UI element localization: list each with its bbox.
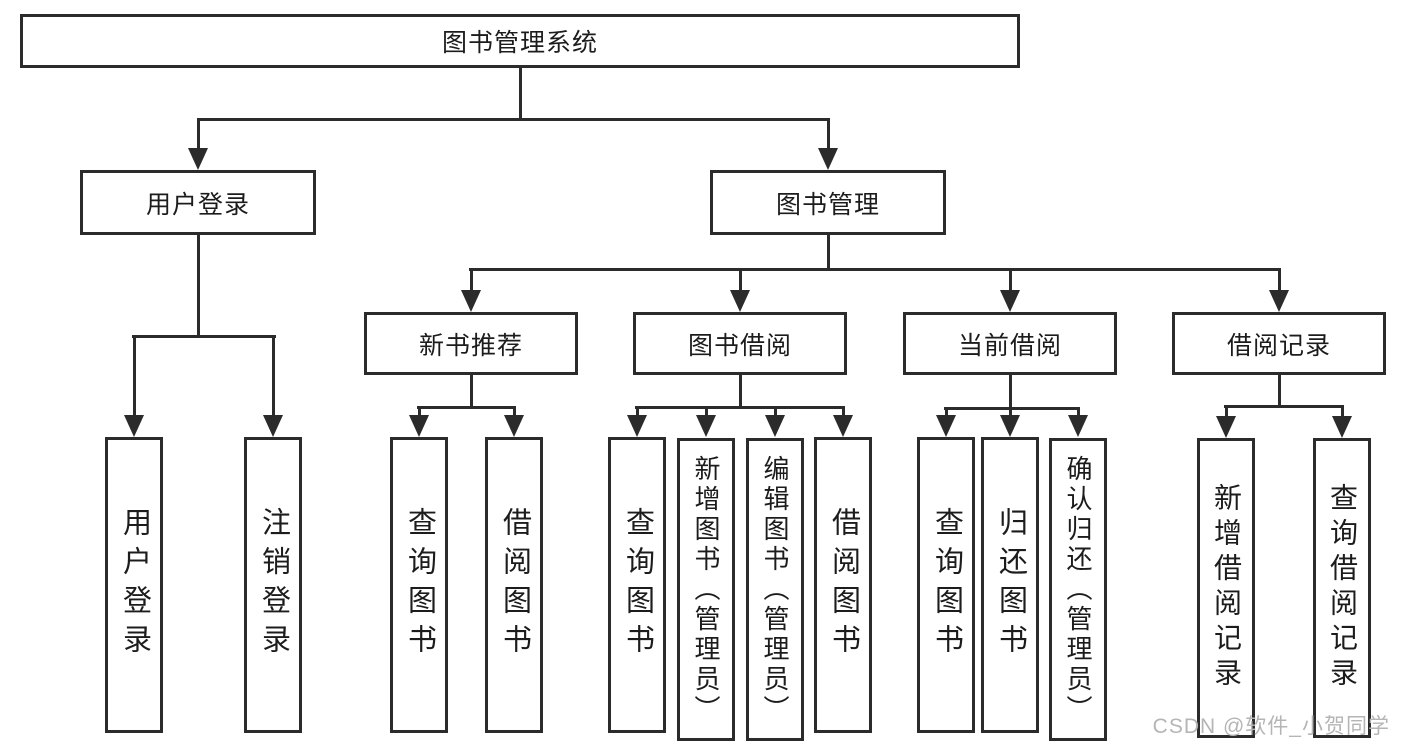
- node-book-management: 图书管理: [710, 170, 946, 235]
- connector-bookmgmt-drop-4: [1278, 268, 1281, 292]
- connector-current-stub: [1009, 373, 1012, 410]
- node-user-login: 用户登录: [80, 170, 316, 235]
- connector-userlogin-drop-2: [272, 335, 275, 416]
- leaf-user-login-label: 用户登录: [118, 507, 151, 663]
- node-borrow-records-label: 借阅记录: [1226, 331, 1331, 360]
- node-current-borrow-label: 当前借阅: [957, 331, 1062, 360]
- leaf-recommend-borrow-book: 借阅图书: [485, 437, 543, 733]
- leaf-recommend-borrow-book-label: 借阅图书: [498, 507, 531, 663]
- leaf-confirm-return-admin-label: 确认归还（管理员）: [1063, 454, 1093, 725]
- arrowhead-borrow-query: [627, 415, 647, 437]
- connector-root-stub: [519, 66, 522, 121]
- connector-userlogin-drop-1: [133, 335, 136, 416]
- leaf-return-book: 归还图书: [981, 437, 1039, 733]
- arrowhead-current-borrow: [1000, 290, 1020, 312]
- arrowhead-new-book-recommend: [461, 290, 481, 312]
- leaf-current-query-book-label: 查询图书: [930, 507, 963, 663]
- leaf-user-login: 用户登录: [105, 437, 163, 733]
- connector-records-stub: [1278, 373, 1281, 408]
- connector-recommend-stub: [470, 373, 473, 409]
- connector-records-drop-2: [1341, 405, 1344, 418]
- connector-root-drop-left: [197, 118, 200, 150]
- connector-borrow-bar: [635, 406, 845, 409]
- node-current-borrow: 当前借阅: [903, 312, 1117, 375]
- connector-root-bar: [197, 118, 830, 121]
- arrowhead-leaf-user-login: [124, 415, 144, 437]
- connector-borrow-drop-2: [705, 406, 708, 417]
- arrowhead-return-book: [1000, 415, 1020, 437]
- arrowhead-confirm-return: [1068, 415, 1088, 437]
- leaf-edit-book-admin: 编辑图书（管理员）: [746, 438, 804, 741]
- leaf-query-borrow-record: 查询借阅记录: [1313, 438, 1371, 738]
- leaf-borrow-query-book-label: 查询图书: [621, 507, 654, 663]
- node-new-book-recommend: 新书推荐: [364, 312, 578, 375]
- connector-recommend-drop-2: [513, 406, 516, 417]
- connector-borrow-drop-3: [774, 406, 777, 417]
- connector-bookmgmt-bar: [469, 268, 1281, 271]
- arrowhead-book-borrow: [730, 290, 750, 312]
- leaf-add-book-admin: 新增图书（管理员）: [677, 438, 735, 741]
- node-user-login-label: 用户登录: [145, 190, 250, 219]
- connector-borrow-stub: [739, 373, 742, 409]
- arrowhead-add-book: [696, 415, 716, 437]
- node-book-borrow: 图书借阅: [633, 312, 847, 375]
- connector-bookmgmt-drop-2: [739, 268, 742, 292]
- connector-bookmgmt-stub: [827, 233, 830, 271]
- connector-bookmgmt-drop-3: [1009, 268, 1012, 292]
- connector-borrow-drop-4: [842, 406, 845, 417]
- connector-current-drop-2: [1009, 407, 1012, 417]
- arrowhead-current-query: [936, 415, 956, 437]
- node-book-borrow-label: 图书借阅: [687, 331, 792, 360]
- connector-root-drop-right: [827, 118, 830, 150]
- node-borrow-records: 借阅记录: [1172, 312, 1386, 375]
- leaf-logout-label: 注销登录: [257, 507, 290, 663]
- connector-recommend-bar: [417, 406, 516, 409]
- leaf-confirm-return-admin: 确认归还（管理员）: [1049, 438, 1107, 741]
- leaf-add-borrow-record-label: 新增借阅记录: [1211, 483, 1242, 693]
- node-book-management-label: 图书管理: [775, 190, 880, 219]
- leaf-borrow-book: 借阅图书: [814, 437, 872, 733]
- node-root-label: 图书管理系统: [441, 29, 598, 57]
- connector-recommend-drop-1: [418, 406, 421, 417]
- leaf-borrow-query-book: 查询图书: [608, 437, 666, 733]
- connector-bookmgmt-drop-1: [470, 268, 473, 292]
- leaf-recommend-query-book: 查询图书: [390, 437, 448, 733]
- arrowhead-leaf-logout: [263, 415, 283, 437]
- leaf-query-borrow-record-label: 查询借阅记录: [1327, 483, 1358, 693]
- connector-records-drop-1: [1225, 405, 1228, 418]
- leaf-add-borrow-record: 新增借阅记录: [1197, 438, 1255, 738]
- leaf-return-book-label: 归还图书: [994, 507, 1027, 663]
- leaf-recommend-query-book-label: 查询图书: [403, 507, 436, 663]
- connector-borrow-drop-1: [636, 406, 639, 417]
- connector-current-drop-1: [945, 407, 948, 417]
- node-new-book-recommend-label: 新书推荐: [418, 331, 523, 360]
- connector-current-bar: [944, 407, 1080, 410]
- node-root: 图书管理系统: [20, 14, 1020, 68]
- leaf-add-book-admin-label: 新增图书（管理员）: [691, 454, 721, 725]
- connector-userlogin-stub: [197, 233, 200, 338]
- arrowhead-user-login: [188, 148, 208, 170]
- csdn-watermark: CSDN @软件_小贺同学: [1152, 715, 1390, 738]
- arrowhead-recommend-query: [409, 415, 429, 437]
- leaf-borrow-book-label: 借阅图书: [827, 507, 860, 663]
- arrowhead-query-record: [1332, 416, 1352, 438]
- leaf-current-query-book: 查询图书: [917, 437, 975, 733]
- arrowhead-book-management: [818, 148, 838, 170]
- arrowhead-borrow-book: [833, 415, 853, 437]
- arrowhead-add-record: [1216, 416, 1236, 438]
- connector-current-drop-3: [1077, 407, 1080, 417]
- connector-records-bar: [1224, 405, 1344, 408]
- connector-userlogin-bar: [132, 335, 276, 338]
- arrowhead-borrow-records: [1269, 290, 1289, 312]
- leaf-edit-book-admin-label: 编辑图书（管理员）: [760, 454, 790, 725]
- arrowhead-edit-book: [765, 415, 785, 437]
- arrowhead-recommend-borrow: [504, 415, 524, 437]
- leaf-logout: 注销登录: [244, 437, 302, 733]
